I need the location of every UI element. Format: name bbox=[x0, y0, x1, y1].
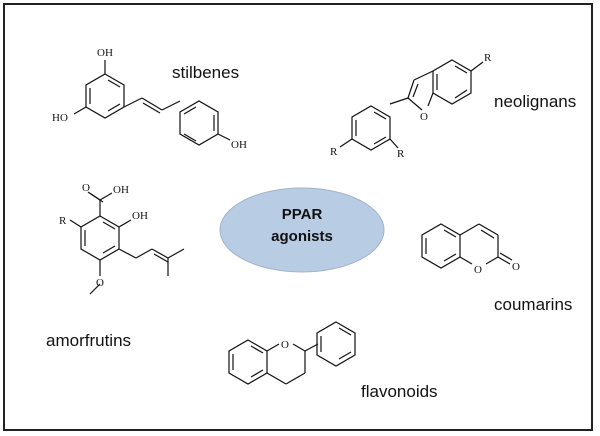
amorfrutin-r: R bbox=[59, 215, 67, 227]
coumarin-carbonyl-o: O bbox=[512, 261, 520, 273]
label-flavonoids: flavonoids bbox=[361, 382, 438, 401]
amorfrutin-cooh: OH bbox=[113, 184, 129, 196]
stilbene-ho-left: HO bbox=[52, 112, 68, 124]
neolignan-r-left: R bbox=[330, 146, 338, 158]
amorfrutin-structure bbox=[69, 191, 185, 295]
label-stilbenes: stilbenes bbox=[172, 63, 240, 82]
center-label: PPAR agonists bbox=[222, 204, 382, 248]
center-label-line2: agonists bbox=[271, 228, 333, 245]
center-ellipse bbox=[219, 187, 385, 273]
label-neolignans: neolignans bbox=[494, 92, 577, 111]
amorfrutin-carbonyl-o: O bbox=[82, 182, 90, 194]
label-amorfrutins: amorfrutins bbox=[46, 331, 132, 350]
neolignan-r-top: R bbox=[484, 52, 492, 64]
amorfrutin-oh: OH bbox=[132, 210, 148, 222]
flavonoid-structure bbox=[228, 321, 356, 385]
stilbene-oh-top: OH bbox=[97, 47, 113, 59]
center-label-line1: PPAR bbox=[281, 206, 323, 223]
neolignan-r-right: R bbox=[397, 148, 405, 160]
coumarin-structure bbox=[421, 223, 513, 269]
coumarin-ring-o: O bbox=[474, 264, 482, 276]
label-coumarins: coumarins bbox=[494, 295, 573, 314]
flavonoid-o: O bbox=[281, 339, 289, 351]
stilbene-oh-right: OH bbox=[231, 139, 247, 151]
neolignan-o: O bbox=[420, 111, 428, 123]
stilbene-structure bbox=[73, 60, 231, 146]
amorfrutin-ome-o: O bbox=[96, 277, 104, 289]
neolignan-structure bbox=[339, 59, 484, 151]
